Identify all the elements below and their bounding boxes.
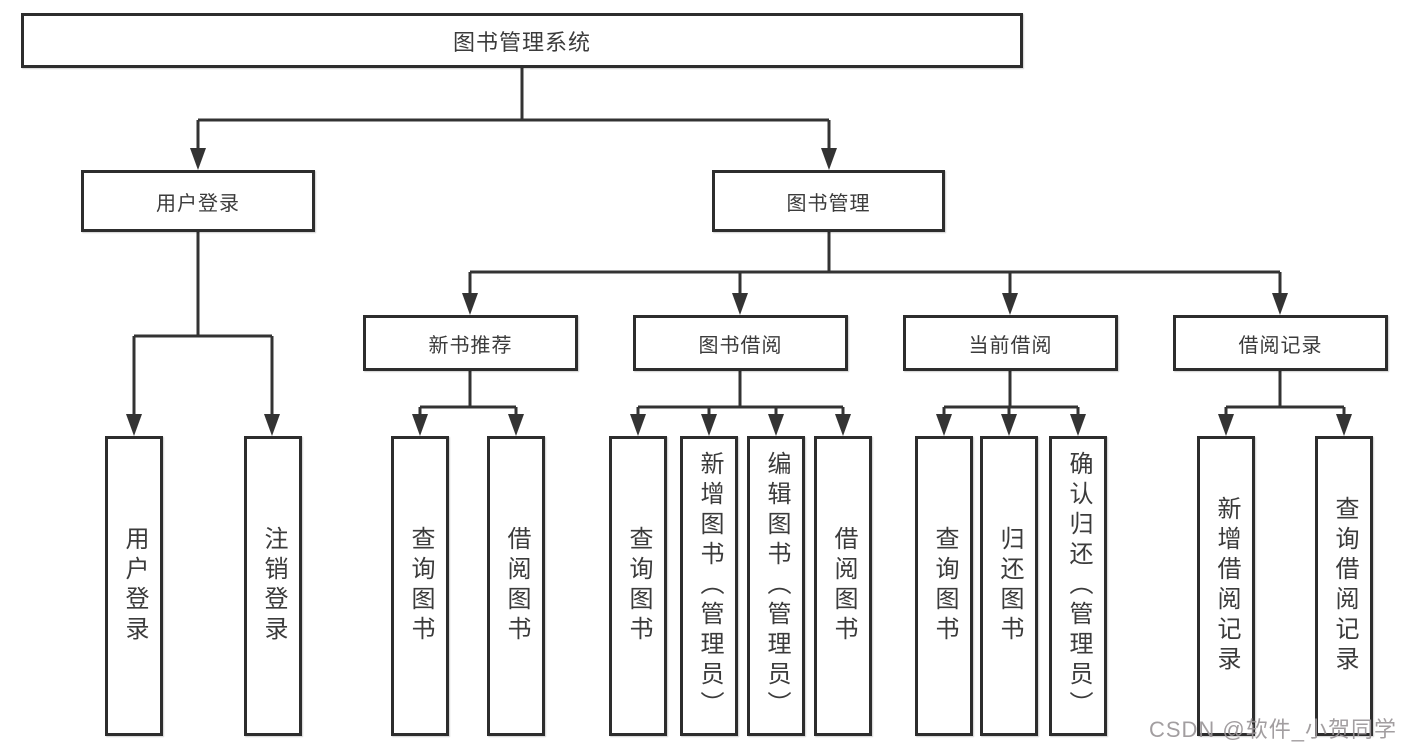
arrow-down-icon <box>1002 293 1018 315</box>
arrow-down-icon <box>264 414 280 436</box>
leaf-query-books-current: 查询图书 <box>915 436 973 736</box>
node-library-management-system: 图书管理系统 <box>21 13 1023 68</box>
connector-user-login-children <box>126 232 280 436</box>
leaf-query-borrow-record: 查询借阅记录 <box>1315 436 1373 736</box>
leaf-borrow-books-recommend: 借阅图书 <box>487 436 545 736</box>
node-new-book-recommend: 新书推荐 <box>363 315 578 371</box>
leaf-add-book-admin: 新增图书（管理员） <box>680 436 738 736</box>
arrow-down-icon <box>936 414 952 436</box>
leaf-label: 编辑图书（管理员） <box>763 451 790 721</box>
arrow-down-icon <box>412 414 428 436</box>
leaf-query-books-recommend: 查询图书 <box>391 436 449 736</box>
leaf-label: 查询借阅记录 <box>1331 496 1358 676</box>
arrow-down-icon <box>835 414 851 436</box>
node-borrow-records: 借阅记录 <box>1173 315 1388 371</box>
arrow-down-icon <box>1001 414 1017 436</box>
arrow-down-icon <box>768 414 784 436</box>
arrow-down-icon <box>462 293 478 315</box>
leaf-label: 新增借阅记录 <box>1213 496 1240 676</box>
leaf-borrow-books: 借阅图书 <box>814 436 872 736</box>
watermark: CSDN @软件_小贺同学 <box>1148 717 1397 742</box>
leaf-label: 归还图书 <box>996 526 1023 646</box>
leaf-return-books: 归还图书 <box>980 436 1038 736</box>
arrow-down-icon <box>1272 293 1288 315</box>
leaf-logout: 注销登录 <box>244 436 302 736</box>
leaf-label: 查询图书 <box>931 526 958 646</box>
connector-new-book-recommend-children <box>412 371 524 436</box>
leaf-confirm-return-admin: 确认归还（管理员） <box>1049 436 1107 736</box>
leaf-label: 查询图书 <box>625 526 652 646</box>
connector-root-to-level2 <box>190 68 837 170</box>
leaf-user-login: 用户登录 <box>105 436 163 736</box>
leaf-label: 新增图书（管理员） <box>696 451 723 721</box>
arrow-down-icon <box>630 414 646 436</box>
node-book-management: 图书管理 <box>712 170 945 232</box>
arrow-down-icon <box>190 148 206 170</box>
arrow-down-icon <box>732 293 748 315</box>
arrow-down-icon <box>821 148 837 170</box>
connector-current-borrow-children <box>936 371 1086 436</box>
leaf-label: 注销登录 <box>260 526 287 646</box>
arrow-down-icon <box>701 414 717 436</box>
connector-book-borrow-children <box>630 371 851 436</box>
node-current-borrow: 当前借阅 <box>903 315 1118 371</box>
leaf-label: 借阅图书 <box>503 526 530 646</box>
connector-book-management-children <box>462 232 1288 315</box>
arrow-down-icon <box>508 414 524 436</box>
arrow-down-icon <box>1218 414 1234 436</box>
leaf-label: 借阅图书 <box>830 526 857 646</box>
leaf-edit-book-admin: 编辑图书（管理员） <box>747 436 805 736</box>
connector-borrow-records-children <box>1218 371 1352 436</box>
arrow-down-icon <box>126 414 142 436</box>
leaf-label: 确认归还（管理员） <box>1065 451 1092 721</box>
node-book-borrow: 图书借阅 <box>633 315 848 371</box>
arrow-down-icon <box>1336 414 1352 436</box>
leaf-label: 查询图书 <box>407 526 434 646</box>
leaf-label: 用户登录 <box>121 526 148 646</box>
leaf-query-books-borrow: 查询图书 <box>609 436 667 736</box>
leaf-add-borrow-record: 新增借阅记录 <box>1197 436 1255 736</box>
node-user-login: 用户登录 <box>81 170 315 232</box>
arrow-down-icon <box>1070 414 1086 436</box>
